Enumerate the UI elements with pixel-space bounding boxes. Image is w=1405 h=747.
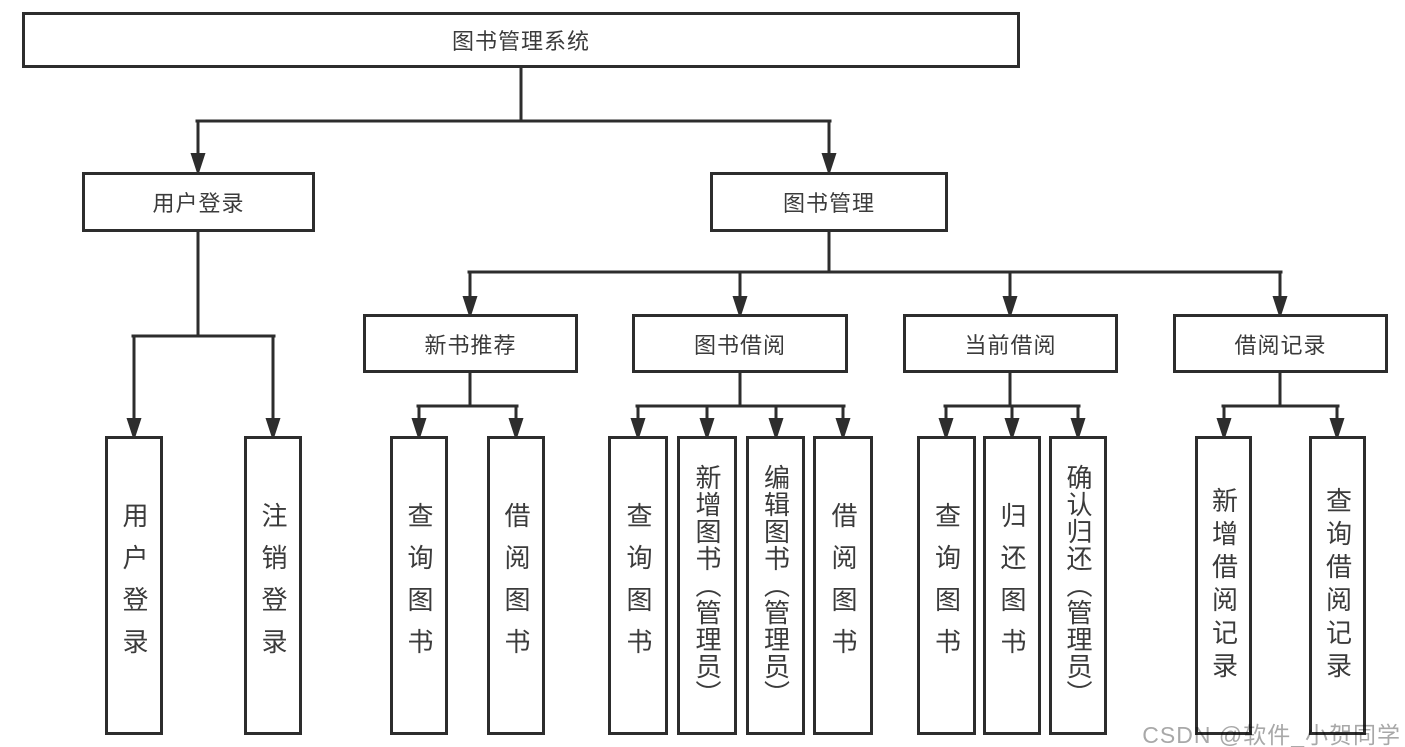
node-library-system-root: 图书管理系统: [22, 12, 1020, 68]
node-current-borrowing: 当前借阅: [903, 314, 1118, 373]
node-label: 新书推荐: [424, 332, 517, 358]
leaf-user-login: 用户登录: [105, 436, 163, 735]
node-user-login: 用户登录: [82, 172, 315, 232]
node-label: 注销登录: [258, 501, 288, 670]
node-label: 确认归还（管理员）: [1063, 464, 1093, 707]
leaf-query-books-borrowing: 查询图书: [608, 436, 668, 735]
leaf-query-books-recommend: 查询图书: [390, 436, 448, 735]
node-label: 查询图书: [404, 501, 434, 670]
leaf-add-borrow-record: 新增借阅记录: [1195, 436, 1252, 735]
node-label: 查询图书: [623, 501, 653, 670]
node-label: 编辑图书（管理员）: [760, 464, 791, 707]
node-new-book-recommend: 新书推荐: [363, 314, 578, 373]
node-label: 归还图书: [997, 501, 1027, 670]
leaf-borrow-books-recommend: 借阅图书: [487, 436, 545, 735]
leaf-query-borrow-record: 查询借阅记录: [1309, 436, 1366, 735]
leaf-edit-book-admin: 编辑图书（管理员）: [746, 436, 805, 735]
leaf-logout: 注销登录: [244, 436, 302, 735]
leaf-add-book-admin: 新增图书（管理员）: [677, 436, 737, 735]
watermark-text: CSDN @软件_小贺同学: [1142, 722, 1401, 747]
leaf-borrow-books-borrowing: 借阅图书: [813, 436, 873, 735]
node-label: 图书借阅: [693, 332, 786, 358]
node-label: 图书管理: [782, 191, 875, 216]
leaf-confirm-return-admin: 确认归还（管理员）: [1049, 436, 1107, 735]
leaf-return-book: 归还图书: [983, 436, 1041, 735]
node-label: 借阅图书: [828, 501, 858, 670]
node-label: 查询借阅记录: [1322, 486, 1353, 685]
node-label: 借阅图书: [501, 501, 531, 670]
node-label: 查询图书: [931, 501, 962, 670]
leaf-query-books-current: 查询图书: [917, 436, 976, 735]
node-label: 用户登录: [119, 501, 149, 670]
node-label: 借阅记录: [1234, 332, 1327, 358]
node-label: 图书管理系统: [451, 29, 590, 54]
node-label: 新增借阅记录: [1208, 486, 1239, 685]
node-book-borrowing: 图书借阅: [632, 314, 848, 373]
node-label: 用户登录: [152, 191, 245, 216]
node-borrowing-records: 借阅记录: [1173, 314, 1388, 373]
node-label: 当前借阅: [964, 332, 1057, 358]
node-book-management: 图书管理: [710, 172, 948, 232]
node-label: 新增图书（管理员）: [692, 464, 722, 707]
